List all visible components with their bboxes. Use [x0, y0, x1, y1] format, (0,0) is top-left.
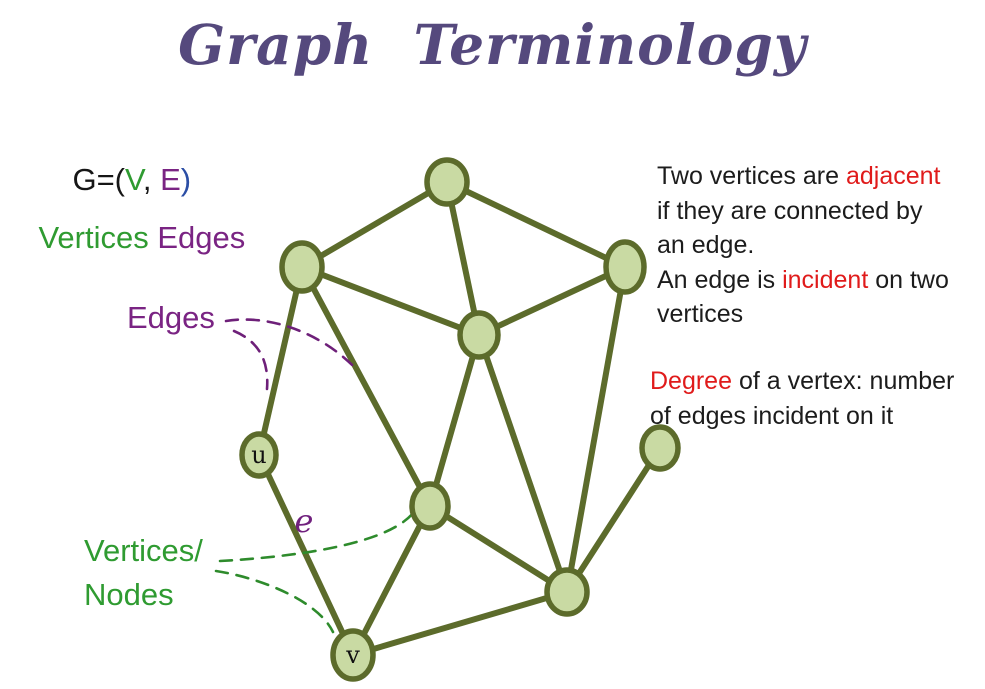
graph-node-u: [239, 431, 279, 479]
graph-node-right: [603, 239, 647, 295]
incident-l4-pre: An edge is: [657, 265, 783, 294]
degree-keyword: Degree: [650, 367, 732, 395]
adjacency-definition: Two vertices are adjacent if they are co…: [657, 159, 949, 332]
graph-node-br: [544, 567, 590, 617]
graph-edge-top-center: [444, 179, 482, 338]
graph-node-left: [279, 240, 325, 294]
graph-edge-top-left: [299, 179, 450, 270]
graph-formula: G=(V, E): [38, 126, 191, 234]
adjacency-line-5: vertices: [657, 300, 744, 329]
adjacency-l1-text: Two vertices are: [657, 162, 846, 190]
incident-keyword: incident: [782, 265, 869, 294]
graph-node-mid: [409, 481, 451, 531]
degree-definition: Degree of a vertex: number of edges inci…: [650, 364, 954, 434]
adjacency-line-2: if they are connected by: [657, 196, 923, 225]
graph-node-v: [330, 628, 376, 682]
degree-line-2: of edges incident on it: [650, 402, 894, 430]
adjacency-keyword: adjacent: [845, 162, 941, 190]
vertices-pointer-curve-1: [218, 510, 416, 563]
slide-title: Graph Terminology: [178, 12, 807, 77]
adjacency-line-4: An edge is incident on two: [657, 263, 949, 298]
formula-comma: ,: [142, 162, 161, 197]
edges-pointer-curve-2: [232, 329, 269, 391]
vertices-nodes-pointer-label: Vertices/ Nodes: [84, 529, 203, 617]
graph-edge-u-v: [256, 452, 356, 658]
graph-edge-center-right: [476, 264, 628, 338]
formula-e: E: [160, 162, 181, 197]
edge-label-e: e: [295, 502, 314, 540]
graph-edge-mid-v: [350, 503, 433, 658]
graph-edge-top-right: [444, 179, 628, 270]
graph-edge-left-u: [256, 264, 305, 458]
graph-edge-center-br: [476, 332, 570, 595]
adjacency-line-3: an edge.: [657, 231, 755, 260]
legend-vertices: Vertices: [38, 220, 158, 255]
adjacency-line-1: Two vertices are adjacent: [657, 159, 949, 194]
formula-v: V: [125, 162, 143, 197]
edges-pointer-label: Edges: [127, 300, 215, 335]
vertices-pointer-line1: Vertices/: [84, 533, 203, 568]
degree-line-1: Degree of a vertex: number: [650, 364, 954, 399]
graph-edge-right-br: [564, 264, 628, 595]
vertices-pointer-curve-2: [214, 569, 335, 634]
graph-edge-v-br: [350, 589, 570, 658]
node-label-u: u: [251, 441, 266, 469]
graph-node-lone: [639, 424, 681, 472]
graph-node-center: [457, 310, 501, 360]
legend-edges: Edges: [157, 220, 246, 255]
formula-prefix: G=(: [72, 162, 125, 197]
graph-edge-left-center: [299, 264, 482, 338]
vertices-pointer-line2: Nodes: [84, 577, 174, 612]
graph-edge-left-mid: [299, 264, 433, 509]
graph-edge-br-lone: [564, 445, 663, 595]
graph-edge-mid-br: [427, 503, 570, 595]
node-label-v: v: [345, 641, 360, 669]
graph-edge-center-mid: [427, 332, 482, 509]
graph-node-top: [424, 157, 470, 207]
incident-l4-post: on two: [868, 265, 949, 294]
formula-close: ): [180, 162, 192, 197]
legend: Vertices Edges: [4, 184, 245, 292]
degree-l1-post: of a vertex: number: [732, 367, 955, 395]
edges-pointer-curve-1: [224, 318, 360, 373]
